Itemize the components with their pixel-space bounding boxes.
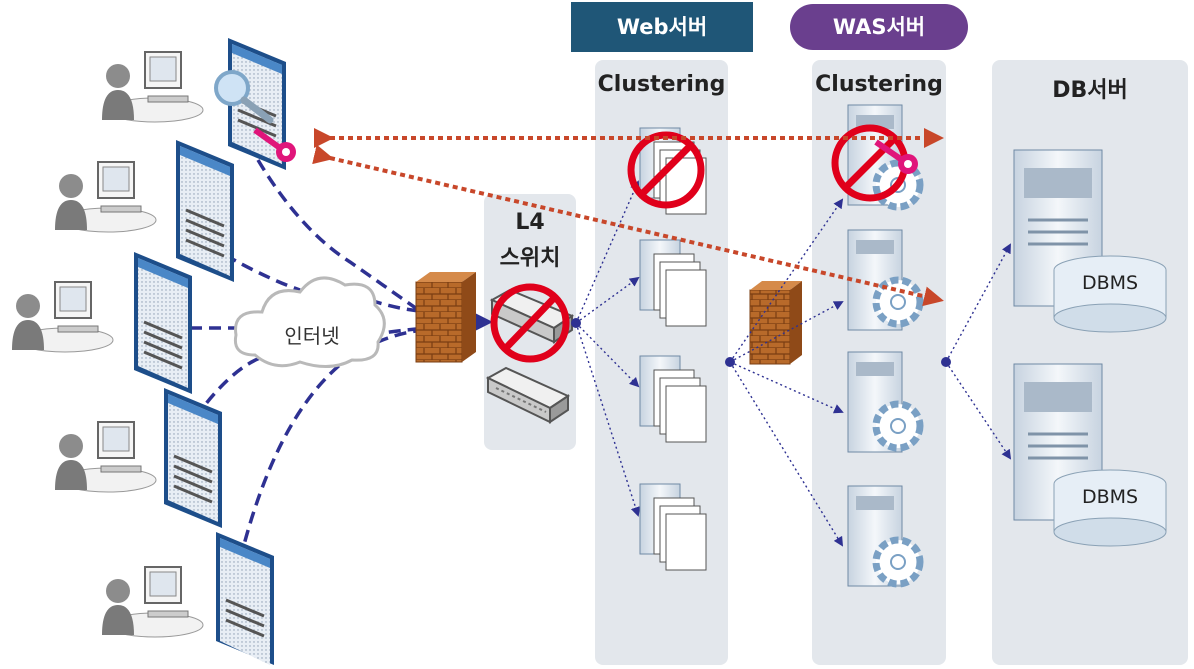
junction-dot xyxy=(725,357,735,367)
web-to-was-links xyxy=(729,198,844,547)
web-server-icon xyxy=(639,355,707,443)
db-server-label: DB서버 xyxy=(1052,78,1128,103)
firewall-icon xyxy=(415,272,476,363)
internet-label: 인터넷 xyxy=(284,324,340,348)
magnifier-icon xyxy=(214,70,274,124)
user-icon xyxy=(102,51,204,123)
dbms-label: DBMS xyxy=(1081,486,1139,508)
webpage-doc-icon xyxy=(134,252,192,394)
dbms-label: DBMS xyxy=(1081,272,1139,294)
webpage-doc-icon xyxy=(176,140,234,282)
attack-path-arrows xyxy=(312,128,944,307)
db-server-icon xyxy=(1013,363,1167,547)
db-server-icon xyxy=(1013,149,1167,333)
user-icon xyxy=(12,281,114,353)
user-icon xyxy=(55,161,157,233)
web-server-header: Web서버 xyxy=(571,2,753,52)
was-server-icon xyxy=(847,485,924,588)
was-to-db-links xyxy=(945,243,1012,460)
junction-dot xyxy=(571,318,581,328)
junction-dot xyxy=(941,357,951,367)
webpage-doc-icon xyxy=(164,388,222,528)
webpage-doc-icon xyxy=(228,38,286,170)
firewall-icon xyxy=(749,281,802,365)
l4-label: L4 xyxy=(515,210,545,235)
l4-switch-icon xyxy=(485,366,571,424)
web-clustering-label: Clustering xyxy=(597,72,726,97)
switch-label: 스위치 xyxy=(499,246,561,271)
webpage-doc-icon xyxy=(216,532,274,665)
key-icon xyxy=(253,127,296,162)
web-server-icon xyxy=(639,483,707,571)
user-icon xyxy=(55,421,157,493)
was-server-header: WAS서버 xyxy=(790,4,968,50)
was-server-icon xyxy=(847,351,924,453)
was-clustering-label: Clustering xyxy=(815,72,943,97)
user-icon xyxy=(102,566,204,638)
